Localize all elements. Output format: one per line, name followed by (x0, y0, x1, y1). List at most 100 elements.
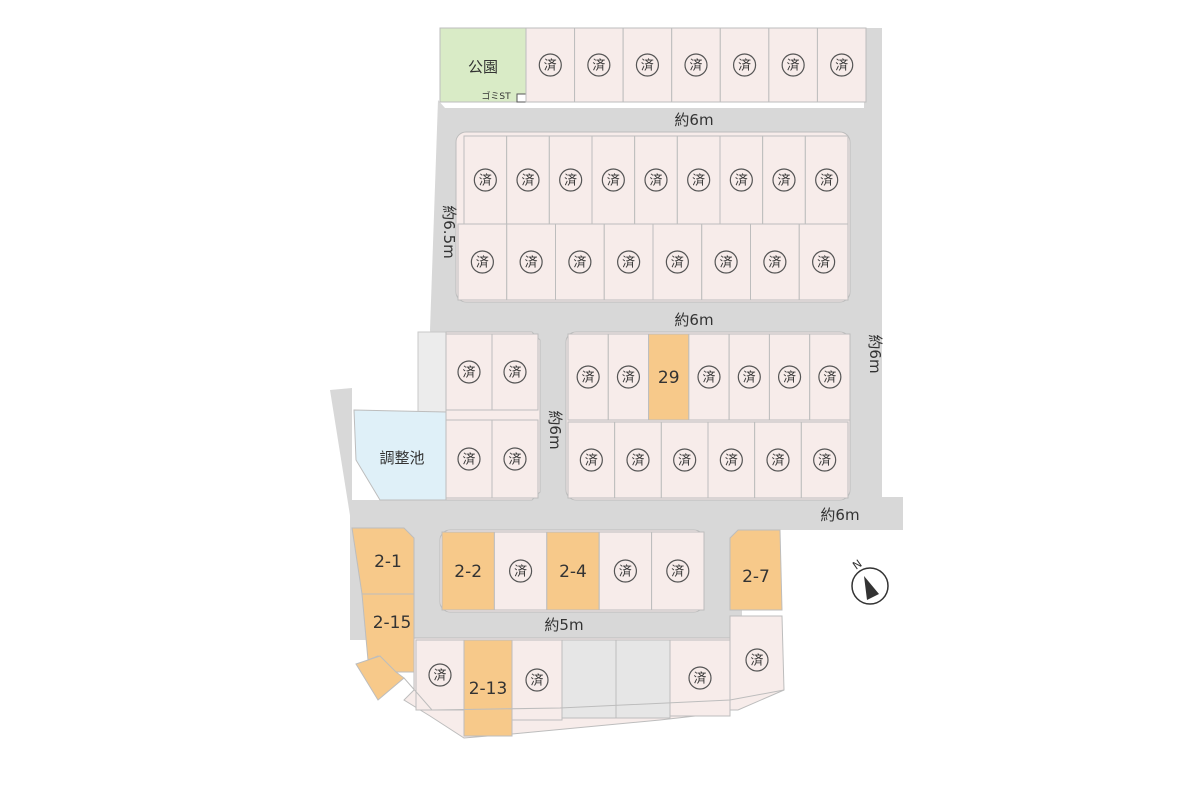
lot-sold[interactable] (707, 421, 756, 499)
lot-sold[interactable] (750, 223, 800, 301)
lot-sold[interactable] (511, 639, 563, 721)
lot-sold[interactable] (525, 27, 576, 103)
lot-sold[interactable] (614, 421, 662, 499)
lot-sold[interactable] (445, 333, 493, 411)
lot-sold[interactable] (762, 135, 806, 225)
lot-sold[interactable] (567, 421, 616, 499)
lot-vacant (615, 639, 671, 719)
lot-sold[interactable] (719, 27, 770, 103)
lot-sold[interactable] (804, 135, 849, 225)
sold-icon (473, 168, 497, 192)
lot-sold[interactable] (798, 223, 849, 301)
lot-label-2-7: 2-7 (742, 567, 770, 587)
sold-label: 済 (820, 173, 833, 189)
lot-sold[interactable] (493, 531, 548, 611)
sold-icon (665, 250, 689, 274)
lot-sold[interactable] (768, 27, 818, 103)
lot-sold[interactable] (651, 531, 705, 611)
lot-2-2[interactable] (441, 531, 495, 611)
lot-2-4[interactable] (546, 531, 600, 611)
lot-2-13[interactable] (463, 639, 513, 737)
lot-sold[interactable] (816, 27, 867, 103)
sold-label: 済 (476, 255, 489, 271)
lot-sold[interactable] (728, 333, 770, 421)
sold-icon (729, 168, 753, 192)
garbage-station-label: ゴミST (481, 90, 511, 102)
lot-sold[interactable] (574, 27, 624, 103)
sold-label: 済 (692, 173, 705, 189)
lot-sold[interactable] (445, 419, 493, 499)
sold-label: 済 (592, 58, 605, 74)
road-label-east: 約6m (820, 506, 859, 524)
lot-2-7[interactable] (729, 529, 783, 611)
sold-label: 済 (671, 564, 684, 580)
sold-label: 済 (508, 365, 521, 381)
lot-sold[interactable] (603, 223, 654, 301)
lot-sold[interactable] (415, 639, 465, 711)
sold-label: 済 (835, 58, 848, 74)
sold-icon (772, 168, 796, 192)
lot-sold[interactable] (506, 135, 550, 225)
lot-sold[interactable] (688, 333, 730, 421)
lot-sold[interactable] (457, 223, 508, 301)
lower-left-lots: 2-1 2-15 (351, 527, 415, 701)
lot-sold[interactable] (809, 333, 851, 421)
sold-label: 済 (743, 370, 756, 386)
lot-sold[interactable] (669, 639, 731, 717)
sold-icon (719, 448, 743, 472)
sold-icon (697, 365, 721, 389)
lot-sold[interactable] (652, 223, 703, 301)
lot-sold[interactable] (463, 135, 508, 225)
lot-sold[interactable] (754, 421, 802, 499)
sold-icon (763, 250, 787, 274)
sold-label: 済 (649, 173, 662, 189)
bottom-boundary-line (403, 677, 785, 711)
road-label-middle: 約6m (674, 311, 713, 329)
sold-icon (516, 168, 540, 192)
road-label-right: 約6m (866, 334, 884, 373)
sold-label: 済 (738, 58, 751, 74)
sold-icon (635, 53, 660, 77)
sold-label: 済 (573, 255, 586, 271)
lot-sold[interactable] (622, 27, 673, 103)
lot-sold[interactable] (768, 333, 811, 421)
lot-sold[interactable] (491, 419, 539, 499)
sold-icon (818, 365, 842, 389)
sold-icon (503, 360, 527, 384)
sold-label: 済 (582, 370, 595, 386)
lot-sold[interactable] (567, 333, 609, 421)
lot-sold[interactable] (634, 135, 678, 225)
sold-icon (559, 168, 583, 192)
lot-sold[interactable] (555, 223, 605, 301)
sold-icon (576, 365, 600, 389)
sold-icon (687, 168, 711, 192)
lot-2-1[interactable] (351, 527, 415, 595)
lot-sold[interactable] (548, 135, 593, 225)
lot-sold[interactable] (800, 421, 849, 499)
sold-label: 済 (787, 58, 800, 74)
lot-label-2-1: 2-1 (374, 552, 402, 572)
sold-label: 済 (607, 173, 620, 189)
lot-number-label: 2-2 (454, 562, 482, 582)
sold-icon (830, 53, 854, 77)
sold-label: 済 (521, 173, 534, 189)
lot-sold[interactable] (598, 531, 653, 611)
lot-sold[interactable] (491, 333, 539, 411)
sold-label: 済 (671, 255, 684, 271)
lot-sold[interactable] (701, 223, 751, 301)
sold-icon (813, 448, 837, 472)
lot-sold[interactable] (660, 421, 709, 499)
sold-icon (579, 448, 603, 472)
east-lots: 2-7 済 (729, 529, 785, 711)
sold-label: 済 (689, 58, 702, 74)
sold-icon (508, 559, 533, 583)
sold-label: 済 (768, 255, 781, 271)
sold-label: 済 (525, 255, 538, 271)
sold-label: 済 (783, 370, 796, 386)
block-c-row-2: 済済済済済済 (567, 421, 849, 499)
road-labels: 約6m 約6.5m 約6m 約6m 約6m 約6m 約5m (440, 111, 884, 634)
